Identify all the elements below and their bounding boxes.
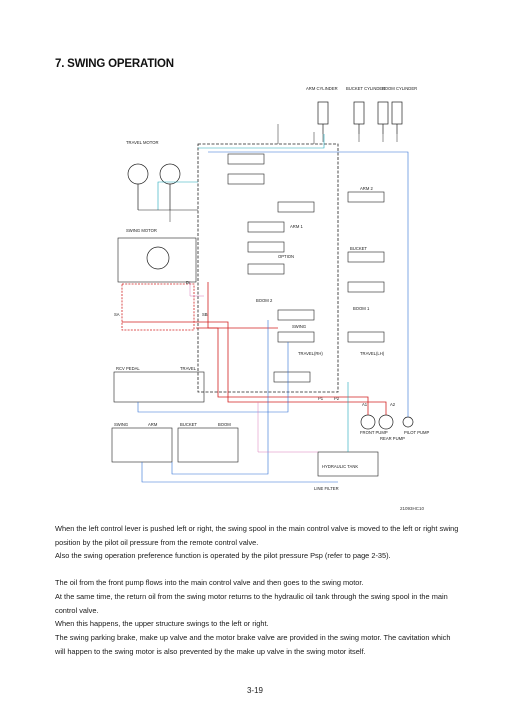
hydraulic-circuit-diagram: ARM CYLINDER BUCKET CYLINDER BOOM CYLIND… — [78, 82, 438, 512]
travel-motor — [127, 163, 181, 210]
rcv-pedal-box — [113, 371, 205, 403]
port-p1: P1 — [318, 396, 324, 401]
return-lines — [157, 134, 349, 452]
port-a2: A2 — [390, 402, 396, 407]
pilot-pump-label: PILOT PUMP — [404, 430, 429, 435]
travel-lh-label: TRAVEL(LH) — [360, 351, 385, 356]
arm-label: ARM — [148, 422, 158, 427]
arm2-label: ARM 2 — [360, 186, 373, 191]
left-rcv-box — [111, 427, 173, 463]
paragraph-6: The swing parking brake, make up valve a… — [55, 633, 451, 656]
right-rcv-box — [177, 427, 239, 463]
port-p2: P2 — [334, 396, 340, 401]
bucket-cylinder-label: BUCKET CYLINDER — [346, 86, 385, 91]
paragraph-4: At the same time, the return oil from th… — [55, 592, 448, 615]
swing-motor-label: SWING MOTOR — [126, 228, 157, 233]
travel-rh-label: TRAVEL(RH) — [298, 351, 323, 356]
drain-port: Dr — [186, 280, 191, 285]
travel-label: TRAVEL — [180, 366, 197, 371]
front-pump — [360, 414, 376, 430]
drain-lines — [189, 282, 318, 453]
bucket-label: BUCKET — [180, 422, 197, 427]
line-filter-label: LINE FILTER — [314, 486, 339, 491]
front-pump-label: FRONT PUMP — [360, 430, 388, 435]
pilot-pump — [402, 416, 414, 428]
rear-pump-label: REAR PUMP — [380, 436, 405, 441]
swing-label: SWING — [114, 422, 128, 427]
black-lines — [138, 124, 398, 222]
paragraph-2: Also the swing operation preference func… — [55, 551, 391, 560]
bucket-spool-label: BUCKET — [350, 246, 367, 251]
paragraph-5: When this happens, the upper structure s… — [55, 619, 269, 628]
hydraulic-tank-label: HYDRAULIC TANK — [322, 464, 358, 469]
swing-brake-valve — [121, 283, 195, 331]
rear-pump — [378, 414, 394, 430]
valve-spools — [227, 153, 385, 383]
port-a1: A1 — [362, 402, 368, 407]
port-sa: SA — [114, 312, 120, 317]
swing-motor-box — [117, 237, 197, 283]
boom1-label: BOOM 1 — [353, 306, 370, 311]
boom-cylinder-label: BOOM CYLINDER — [382, 86, 417, 91]
arm-cylinder — [317, 101, 329, 134]
bucket-cylinder — [353, 101, 365, 134]
figure-code: 21093HC10 — [400, 506, 425, 511]
page-number: 3-19 — [246, 686, 263, 695]
swing-motor — [146, 246, 170, 270]
swing-spool-label: SWING — [292, 324, 306, 329]
section-title: 7. SWING OPERATION — [55, 58, 174, 70]
pilot-lines — [137, 151, 409, 483]
pressure-lines — [122, 282, 387, 415]
paragraph-3: The oil from the front pump flows into t… — [55, 578, 364, 587]
arm1-label: ARM 1 — [290, 224, 303, 229]
boom-label: BOOM — [218, 422, 231, 427]
travel-motor-label: TRAVEL MOTOR — [126, 140, 159, 145]
boom-cylinder — [377, 101, 403, 134]
paragraph-1: When the left control lever is pushed le… — [55, 524, 459, 547]
option-label: OPTION — [278, 254, 294, 259]
main-control-valve — [197, 143, 339, 393]
port-sb: SB — [202, 312, 208, 317]
boom2-label: BOOM 2 — [256, 298, 273, 303]
arm-cylinder-label: ARM CYLINDER — [306, 86, 338, 91]
rcv-pedal-label: RCV PEDAL — [116, 366, 140, 371]
